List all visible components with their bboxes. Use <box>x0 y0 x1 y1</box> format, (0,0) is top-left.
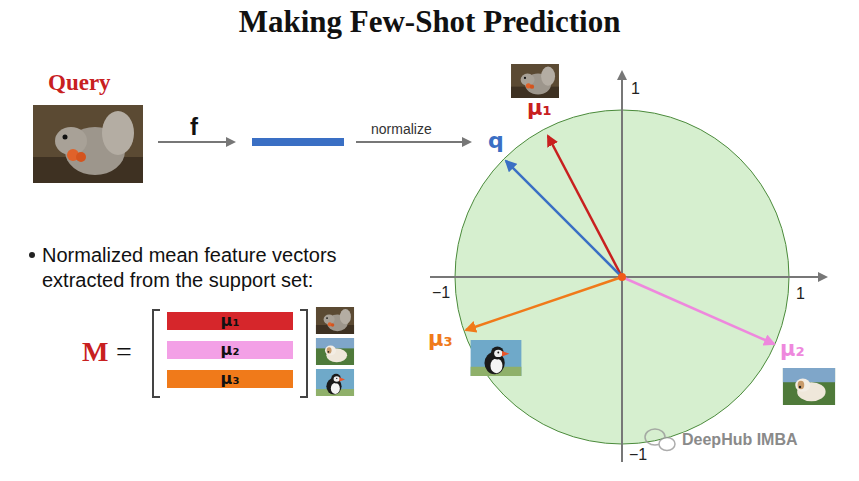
axis-tick: 1 <box>631 80 640 98</box>
row-label: μ₂ <box>221 342 240 358</box>
axis-tick: −1 <box>629 446 647 464</box>
watermark: DeepHub IMBA <box>682 431 798 449</box>
matrix-row-bar: μ₁ <box>167 312 293 330</box>
equals-sign: = <box>116 336 132 368</box>
axis-tick: −1 <box>432 284 450 302</box>
row-label: μ₃ <box>221 371 240 387</box>
vector-label: μ₁ <box>527 96 552 120</box>
normalize-label: normalize <box>371 121 432 137</box>
matrix-row-bar: μ₃ <box>167 370 293 388</box>
query-label: Query <box>48 70 111 96</box>
vector-label: q <box>488 128 504 153</box>
row-label: μ₁ <box>221 313 240 329</box>
vector-label: μ₂ <box>780 337 805 361</box>
function-label: f <box>190 113 198 141</box>
bullet-text: Normalized mean feature vectors extracte… <box>42 243 382 293</box>
matrix-name: M <box>82 336 108 368</box>
vector-label: μ₃ <box>428 327 453 351</box>
title: Making Few-Shot Prediction <box>0 4 859 40</box>
matrix-row-bar: μ₂ <box>167 341 293 359</box>
axis-tick: 1 <box>796 285 805 303</box>
